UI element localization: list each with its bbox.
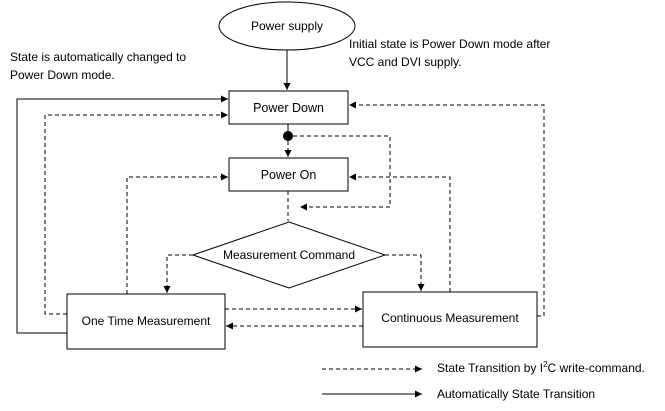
note-left-line2: Power Down mode. — [10, 68, 115, 82]
arrow-dot-loop-back — [293, 135, 391, 211]
power-on-label: Power On — [261, 168, 317, 182]
node-power-on: Power On — [228, 157, 349, 192]
power-down-label: Power Down — [253, 101, 324, 115]
arrow-continuous-to-poweron — [349, 173, 451, 292]
node-measurement-command: Measurement Command — [191, 221, 387, 289]
node-power-supply: Power supply — [218, 1, 356, 51]
node-power-down: Power Down — [228, 90, 349, 125]
note-right-line2: VCC and DVI supply. — [349, 55, 462, 69]
legend-dashed-label: State Transition by I2C write-command. — [437, 360, 645, 375]
note-left-line1: State is automatically changed to — [10, 50, 186, 64]
measurement-command-label: Measurement Command — [223, 248, 355, 262]
legend-solid-label: Automatically State Transition — [437, 387, 595, 401]
arrow-command-to-continuous — [385, 254, 425, 291]
arrow-command-to-onetime — [163, 254, 193, 293]
legend: State Transition by I2C write-command. A… — [322, 360, 645, 401]
junction-dot — [283, 131, 293, 141]
continuous-measurement-label: Continuous Measurement — [381, 311, 519, 325]
note-right-line1: Initial state is Power Down mode after — [349, 37, 550, 51]
one-time-measurement-label: One Time Measurement — [82, 314, 211, 328]
node-one-time-measurement: One Time Measurement — [66, 293, 226, 350]
arrow-onetime-to-poweron — [126, 173, 228, 294]
arrow-continuous-to-powerdown-cmd — [349, 101, 545, 317]
node-continuous-measurement: Continuous Measurement — [362, 291, 538, 348]
arrow-onetime-to-powerdown-cmd — [44, 111, 228, 315]
arrow-onetime-to-powerdown-auto — [16, 95, 228, 334]
power-supply-label: Power supply — [251, 19, 323, 33]
